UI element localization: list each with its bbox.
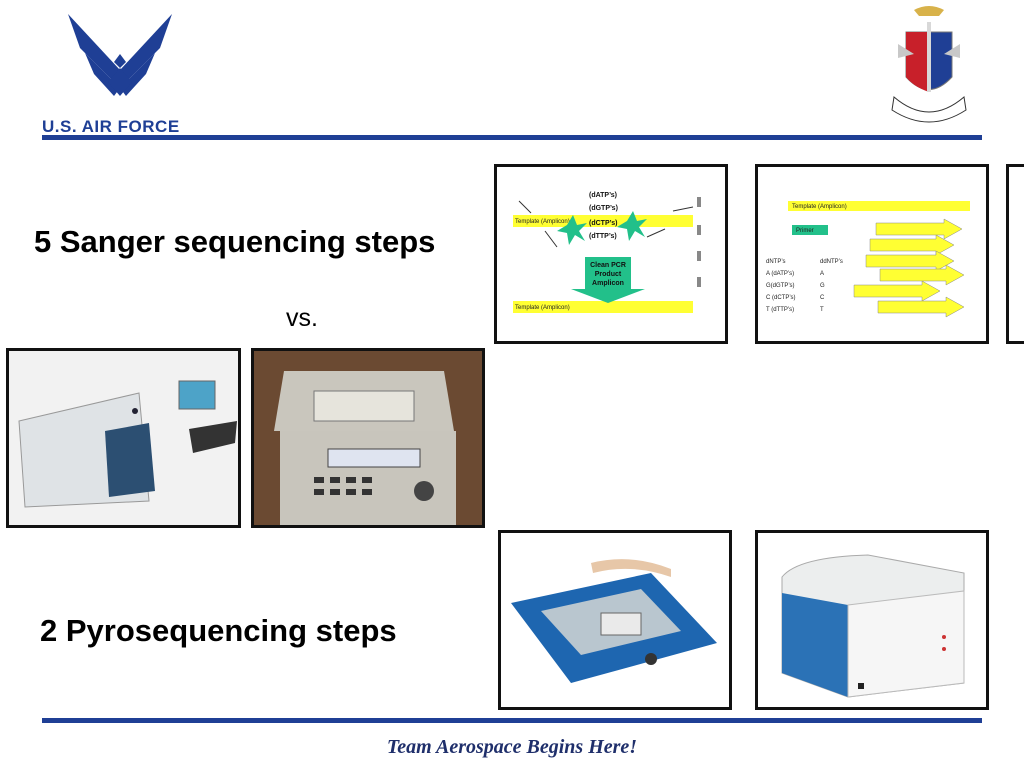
medical-crest-logo [884, 2, 974, 130]
dntp-row-t: T (dTTP’s) [766, 307, 794, 313]
sanger-heading: 5 Sanger sequencing steps [34, 224, 436, 259]
product-label-1: Clean PCR [590, 262, 626, 269]
dntp-row-a: A (dATP’s) [766, 271, 794, 277]
ddntp-row-g: G [820, 283, 825, 289]
thermal-cycler-photo [251, 348, 485, 528]
ddntp-row-c: C [820, 295, 825, 301]
header-rule [42, 135, 982, 140]
ddntps-header: ddNTP’s [820, 259, 843, 265]
template-label: Template (Amplicon) [515, 219, 570, 225]
template-label-bottom: Template (Amplicon) [515, 305, 570, 311]
sanger-diagram-3-partial [1006, 164, 1024, 344]
air-force-logo: U.S. AIR FORCE [40, 8, 200, 136]
dntp-row-c: C (dCTP’s) [766, 295, 796, 301]
enzyme-burst-icon [617, 211, 647, 241]
dntp-row-g: G(dGTP’s) [766, 283, 795, 289]
sanger-diagram-1: Template (Amplicon) Template (Amplicon) … [494, 164, 728, 344]
dntps-header: dNTP’s [766, 259, 786, 265]
sequencer-photo [6, 348, 241, 528]
pyro-workstation-photo [498, 530, 732, 710]
product-label-2: Product [595, 271, 622, 278]
pyrosequencer-photo [755, 530, 989, 710]
template-label: Template (Amplicon) [792, 204, 847, 210]
pyro-heading: 2 Pyrosequencing steps [40, 613, 397, 648]
vs-label: vs. [286, 304, 318, 332]
dntp-label-g: (dGTP’s) [589, 205, 618, 212]
air-force-wings-icon [68, 14, 172, 96]
logo-text: U.S. AIR FORCE [42, 117, 180, 136]
primer-label: Primer [796, 228, 814, 234]
dntp-label-c: (dCTP’s) [589, 220, 618, 227]
dntp-label-a: (dATP’s) [589, 192, 617, 199]
sanger-diagram-2: Template (Amplicon) Primer dNTP’s ddNTP’… [755, 164, 989, 344]
footer-slogan: Team Aerospace Begins Here! [386, 736, 638, 758]
ddntp-row-a: A [820, 271, 824, 277]
ddntp-row-t: T [820, 307, 824, 313]
product-label-3: Amplicon [592, 280, 624, 287]
enzyme-burst-icon [557, 215, 587, 245]
footer-rule [42, 718, 982, 723]
dntp-label-t: (dTTP’s) [589, 233, 617, 240]
